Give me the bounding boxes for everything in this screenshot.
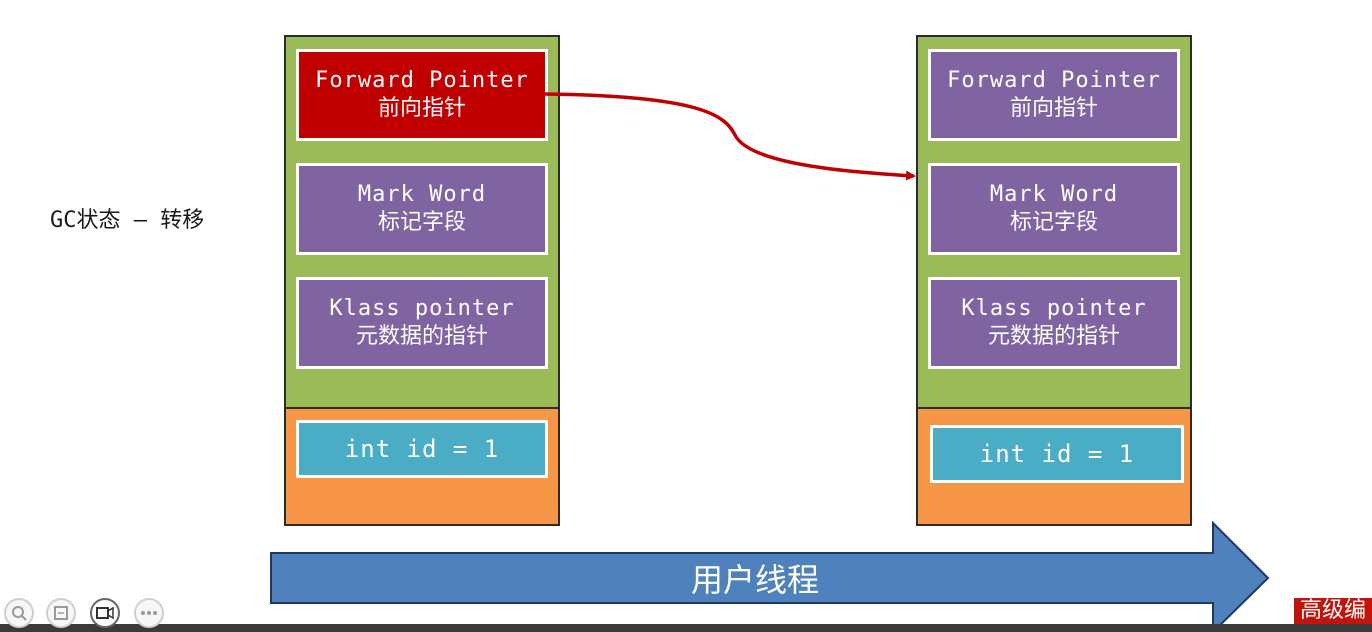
klass-pointer-en: Klass pointer	[329, 296, 515, 321]
mark-word-en: Mark Word	[989, 182, 1119, 207]
klass-pointer-cell: Klass pointer 元数据的指针	[296, 277, 548, 369]
mark-word-cell: Mark Word 标记字段	[296, 163, 548, 255]
mark-word-en: Mark Word	[357, 182, 487, 207]
mark-word-cell: Mark Word 标记字段	[928, 163, 1180, 255]
gc-state-label: GC状态 – 转移	[50, 208, 205, 233]
mark-word-zh: 标记字段	[377, 210, 466, 235]
klass-pointer-en: Klass pointer	[961, 296, 1147, 321]
field-cell: int id = 1	[930, 425, 1184, 483]
klass-pointer-zh: 元数据的指针	[987, 324, 1120, 349]
forward-pointer-cell: Forward Pointer 前向指针	[296, 49, 548, 141]
bottom-bar	[0, 624, 1372, 632]
search-icon[interactable]	[4, 598, 34, 628]
forward-pointer-zh: 前向指针	[1009, 96, 1098, 121]
forward-pointer-en: Forward Pointer	[315, 68, 529, 93]
field-text: int id = 1	[979, 440, 1135, 468]
document-icon[interactable]	[46, 598, 76, 628]
target-object: Forward Pointer 前向指针 Mark Word 标记字段 Klas…	[916, 35, 1192, 526]
klass-pointer-cell: Klass pointer 元数据的指针	[928, 277, 1180, 369]
user-thread-label: 用户线程	[690, 561, 819, 599]
mark-word-zh: 标记字段	[1009, 210, 1098, 235]
more-icon[interactable]	[134, 598, 164, 628]
field-cell: int id = 1	[296, 420, 548, 478]
watermark: 高级编	[1294, 598, 1372, 624]
klass-pointer-zh: 元数据的指针	[355, 324, 488, 349]
forward-pointer-arrow	[544, 92, 916, 181]
source-object: Forward Pointer 前向指针 Mark Word 标记字段 Klas…	[284, 35, 560, 526]
forward-pointer-zh: 前向指针	[377, 96, 466, 121]
field-text: int id = 1	[344, 435, 500, 463]
forward-pointer-cell: Forward Pointer 前向指针	[928, 49, 1180, 141]
camera-icon[interactable]	[90, 598, 120, 628]
forward-pointer-en: Forward Pointer	[947, 68, 1161, 93]
